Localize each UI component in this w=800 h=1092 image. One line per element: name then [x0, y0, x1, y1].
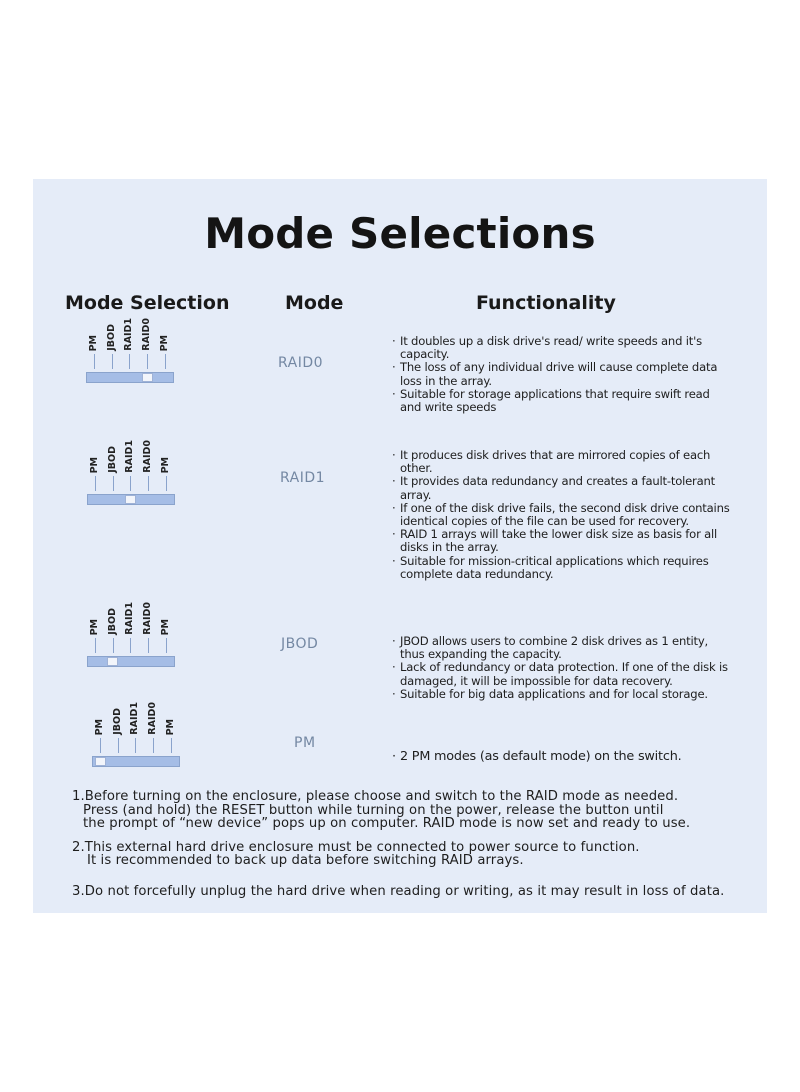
- switch-label-raid0: RAID0: [141, 318, 152, 351]
- switch-label-jbod: JBOD: [106, 324, 117, 351]
- switch-knob-raid1: [125, 495, 136, 504]
- switch-label-pm: PM: [160, 618, 171, 635]
- switch-label-pm: PM: [89, 618, 100, 635]
- mode-name-raid1: RAID1: [280, 470, 326, 486]
- switch-label-pm: PM: [88, 334, 99, 351]
- function-item: It provides data redundancy and creates …: [392, 475, 732, 502]
- switch-label-raid0: RAID0: [142, 602, 153, 635]
- switch-knob-raid0: [142, 373, 153, 382]
- notes-section: 1.Before turning on the enclosure, pleas…: [72, 790, 752, 908]
- function-item: Lack of redundancy or data protection. I…: [392, 661, 732, 688]
- mode-name-pm: PM: [294, 735, 316, 751]
- function-item: RAID 1 arrays will take the lower disk s…: [392, 528, 732, 555]
- switch-label-raid0: RAID0: [147, 702, 158, 735]
- switch-label-raid1: RAID1: [129, 702, 140, 735]
- function-item: 2 PM modes (as default mode) on the swit…: [392, 750, 732, 764]
- header-functionality: Functionality: [476, 292, 616, 314]
- switch-label-jbod: JBOD: [107, 446, 118, 473]
- switch-knob-jbod: [107, 657, 118, 666]
- switch-knob-pm: [95, 757, 106, 766]
- function-item: It doubles up a disk drive's read/ write…: [392, 334, 732, 361]
- functions-raid0: It doubles up a disk drive's read/ write…: [392, 334, 732, 414]
- functions-jbod: JBOD allows users to combine 2 disk driv…: [392, 634, 732, 701]
- dip-switch-raid1: PM JBOD RAID1 RAID0 PM: [87, 435, 183, 511]
- note-line: 2.This external hard drive enclosure mus…: [72, 839, 640, 855]
- note-1: 1.Before turning on the enclosure, pleas…: [72, 790, 752, 831]
- switch-label-raid1: RAID1: [123, 318, 134, 351]
- switch-label-raid1: RAID1: [124, 602, 135, 635]
- switch-bar: [86, 372, 174, 383]
- note-line: 3.Do not forcefully unplug the hard driv…: [72, 883, 725, 899]
- function-item: Suitable for mission-critical applicatio…: [392, 554, 732, 581]
- switch-bar: [92, 756, 180, 767]
- function-item: It produces disk drives that are mirrore…: [392, 448, 732, 475]
- function-item: Suitable for storage applications that r…: [392, 387, 732, 414]
- switch-label-pm: PM: [160, 456, 171, 473]
- note-line: 1.Before turning on the enclosure, pleas…: [72, 789, 679, 804]
- dip-switch-raid0: PM JBOD RAID1 RAID0 PM: [86, 313, 182, 389]
- switch-label-raid0: RAID0: [142, 440, 153, 473]
- switch-label-pm: PM: [165, 718, 176, 735]
- function-item: JBOD allows users to combine 2 disk driv…: [392, 634, 732, 661]
- mode-name-jbod: JBOD: [281, 636, 319, 652]
- dip-switch-jbod: PM JBOD RAID1 RAID0 PM: [87, 597, 183, 673]
- page-title: Mode Selections: [204, 209, 596, 258]
- functions-pm: 2 PM modes (as default mode) on the swit…: [392, 750, 732, 764]
- note-3: 3.Do not forcefully unplug the hard driv…: [72, 883, 752, 899]
- note-2: 2.This external hard drive enclosure mus…: [72, 839, 752, 868]
- switch-label-jbod: JBOD: [107, 608, 118, 635]
- header-mode-selection: Mode Selection: [65, 292, 230, 314]
- note-line: Press (and hold) the RESET button while …: [83, 802, 664, 818]
- dip-switch-pm: PM JBOD RAID1 RAID0 PM: [92, 697, 188, 773]
- switch-label-pm: PM: [89, 456, 100, 473]
- function-item: Suitable for big data applications and f…: [392, 687, 732, 701]
- note-line: It is recommended to back up data before…: [87, 853, 524, 868]
- mode-name-raid0: RAID0: [278, 355, 324, 371]
- function-item: The loss of any individual drive will ca…: [392, 361, 732, 388]
- switch-label-jbod: JBOD: [112, 708, 123, 735]
- header-mode: Mode: [285, 292, 344, 314]
- function-item: If one of the disk drive fails, the seco…: [392, 501, 732, 528]
- switch-label-raid1: RAID1: [124, 440, 135, 473]
- functions-raid1: It produces disk drives that are mirrore…: [392, 448, 732, 581]
- mode-selections-panel: Mode Selections Mode Selection Mode Func…: [33, 179, 767, 913]
- switch-label-pm: PM: [94, 718, 105, 735]
- switch-bar: [87, 656, 175, 667]
- note-line: the prompt of “new device” pops up on co…: [83, 816, 691, 831]
- switch-label-pm: PM: [159, 334, 170, 351]
